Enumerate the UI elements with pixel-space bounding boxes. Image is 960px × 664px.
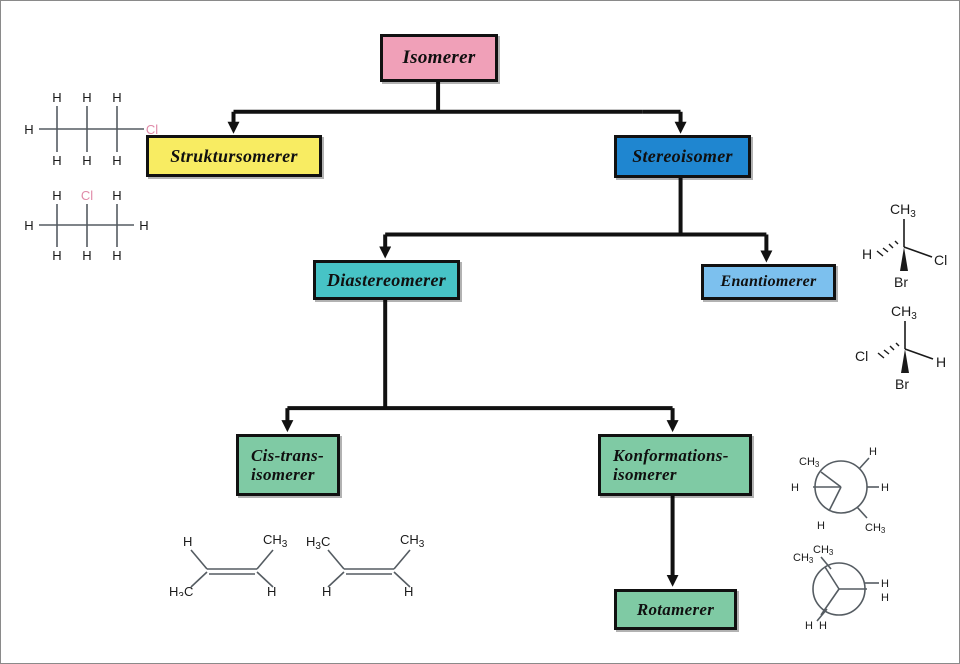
structure-2-chloropropane: H H Cl H H H H H	[24, 188, 148, 263]
bond-h-down	[393, 571, 411, 588]
wedge-bond	[901, 349, 909, 373]
atom-h: H	[869, 446, 877, 458]
atom-h: H	[267, 584, 276, 596]
bond-ch3-up	[393, 549, 411, 570]
atom-ch3: CH3	[400, 532, 425, 550]
node-enantiomerer-label: Enantiomerer	[720, 273, 817, 291]
structure-1-chloropropane: H H H H H H H Cl	[24, 90, 158, 168]
node-cis-trans-line1: Cis-trans-	[251, 445, 324, 465]
atom-ch3: CH3	[865, 522, 886, 535]
atom-h3c: H3C	[306, 534, 330, 552]
atom-h: H	[817, 520, 825, 532]
atom-h: H	[819, 620, 827, 631]
node-konformations-line1: Konformations-	[613, 445, 729, 465]
atom-h: H	[881, 482, 889, 494]
atom-ch3: CH3	[793, 552, 814, 565]
node-konformations-line2: isomerer	[613, 465, 677, 484]
atom-cl: Cl	[934, 252, 947, 268]
atom-h: H	[404, 584, 413, 596]
structure-cis-2-butene: H3C CH3 H H	[306, 532, 425, 596]
atom-h: H	[24, 218, 33, 233]
atom-h: H	[791, 482, 799, 494]
node-stereoisomer-label: Stereoisomer	[632, 146, 733, 167]
atom-h: H	[82, 153, 91, 168]
front-bond-ch3	[824, 566, 840, 590]
node-struktursomerer[interactable]: Struktursomerer	[146, 135, 322, 177]
atom-ch3: CH3	[813, 544, 834, 557]
back-bond-h	[858, 457, 870, 470]
hashed-bond	[876, 240, 899, 257]
structure-trans-2-butene: H CH3 H3C H	[169, 532, 288, 596]
atom-h3c: H3C	[169, 584, 193, 596]
atom-h: H	[24, 122, 33, 137]
node-enantiomerer[interactable]: Enantiomerer	[701, 264, 836, 300]
front-bond-ch3	[820, 471, 842, 488]
node-cis-trans-line2: isomerer	[251, 465, 315, 484]
atom-h: H	[52, 188, 61, 203]
atom-h: H	[139, 218, 148, 233]
structure-enantiomer-a: CH3 H Cl Br	[862, 201, 947, 289]
atom-cl: Cl	[146, 122, 158, 137]
atom-ch3: CH3	[890, 201, 916, 220]
structure-enantiomer-b: CH3 Cl H Br	[855, 303, 946, 391]
node-isomerer[interactable]: Isomerer	[380, 34, 498, 82]
atom-ch3: CH3	[891, 303, 917, 322]
atom-h: H	[112, 188, 121, 203]
back-bond-ch3	[856, 506, 868, 519]
node-struktursomerer-label: Struktursomerer	[170, 145, 298, 166]
atom-br: Br	[894, 274, 908, 289]
bond-ch3-up	[256, 549, 274, 570]
atom-h: H	[82, 248, 91, 263]
bond-h3c-up	[327, 549, 345, 570]
bond-h-down	[256, 571, 274, 588]
atom-ch3: CH3	[263, 532, 288, 550]
atom-h: H	[862, 246, 872, 262]
node-diastereomerer-label: Diastereomerer	[326, 269, 447, 290]
wedge-bond	[900, 247, 908, 271]
bond-ch3-down	[190, 571, 208, 588]
atom-h: H	[805, 620, 813, 631]
atom-h: H	[183, 534, 192, 549]
atom-ch3: CH3	[799, 456, 820, 469]
atom-h: H	[82, 90, 91, 105]
atom-h: H	[322, 584, 331, 596]
back-bond-h2	[816, 608, 828, 622]
atom-br: Br	[895, 376, 909, 391]
bond-h-up	[190, 549, 208, 570]
atom-h: H	[936, 354, 946, 370]
atom-h: H	[881, 578, 889, 590]
back-bond-ch3	[820, 556, 832, 570]
atom-h: H	[112, 248, 121, 263]
node-rotamerer[interactable]: Rotamerer	[614, 589, 737, 630]
atom-h: H	[112, 153, 121, 168]
front-bond-h2	[828, 486, 842, 512]
atom-cl: Cl	[855, 348, 868, 364]
node-diastereomerer[interactable]: Diastereomerer	[313, 260, 460, 300]
node-stereoisomer[interactable]: Stereoisomer	[614, 135, 751, 178]
atom-h: H	[52, 90, 61, 105]
bond-h-down	[327, 571, 345, 588]
atom-h: H	[881, 592, 889, 604]
atom-h: H	[52, 153, 61, 168]
atom-h: H	[52, 248, 61, 263]
node-konformations-isomerer[interactable]: Konformations- isomerer	[598, 434, 752, 496]
atom-h: H	[112, 90, 121, 105]
structure-newman-staggered: CH3 H H H H CH3	[791, 446, 889, 535]
front-bond-h2	[820, 588, 840, 616]
node-cis-trans-isomerer[interactable]: Cis-trans- isomerer	[236, 434, 340, 496]
node-rotamerer-label: Rotamerer	[636, 599, 715, 619]
structure-newman-eclipsed: CH3 CH3 H H H H	[793, 544, 889, 631]
hashed-bond	[877, 342, 900, 359]
atom-cl: Cl	[81, 188, 93, 203]
node-isomerer-label: Isomerer	[402, 47, 476, 69]
